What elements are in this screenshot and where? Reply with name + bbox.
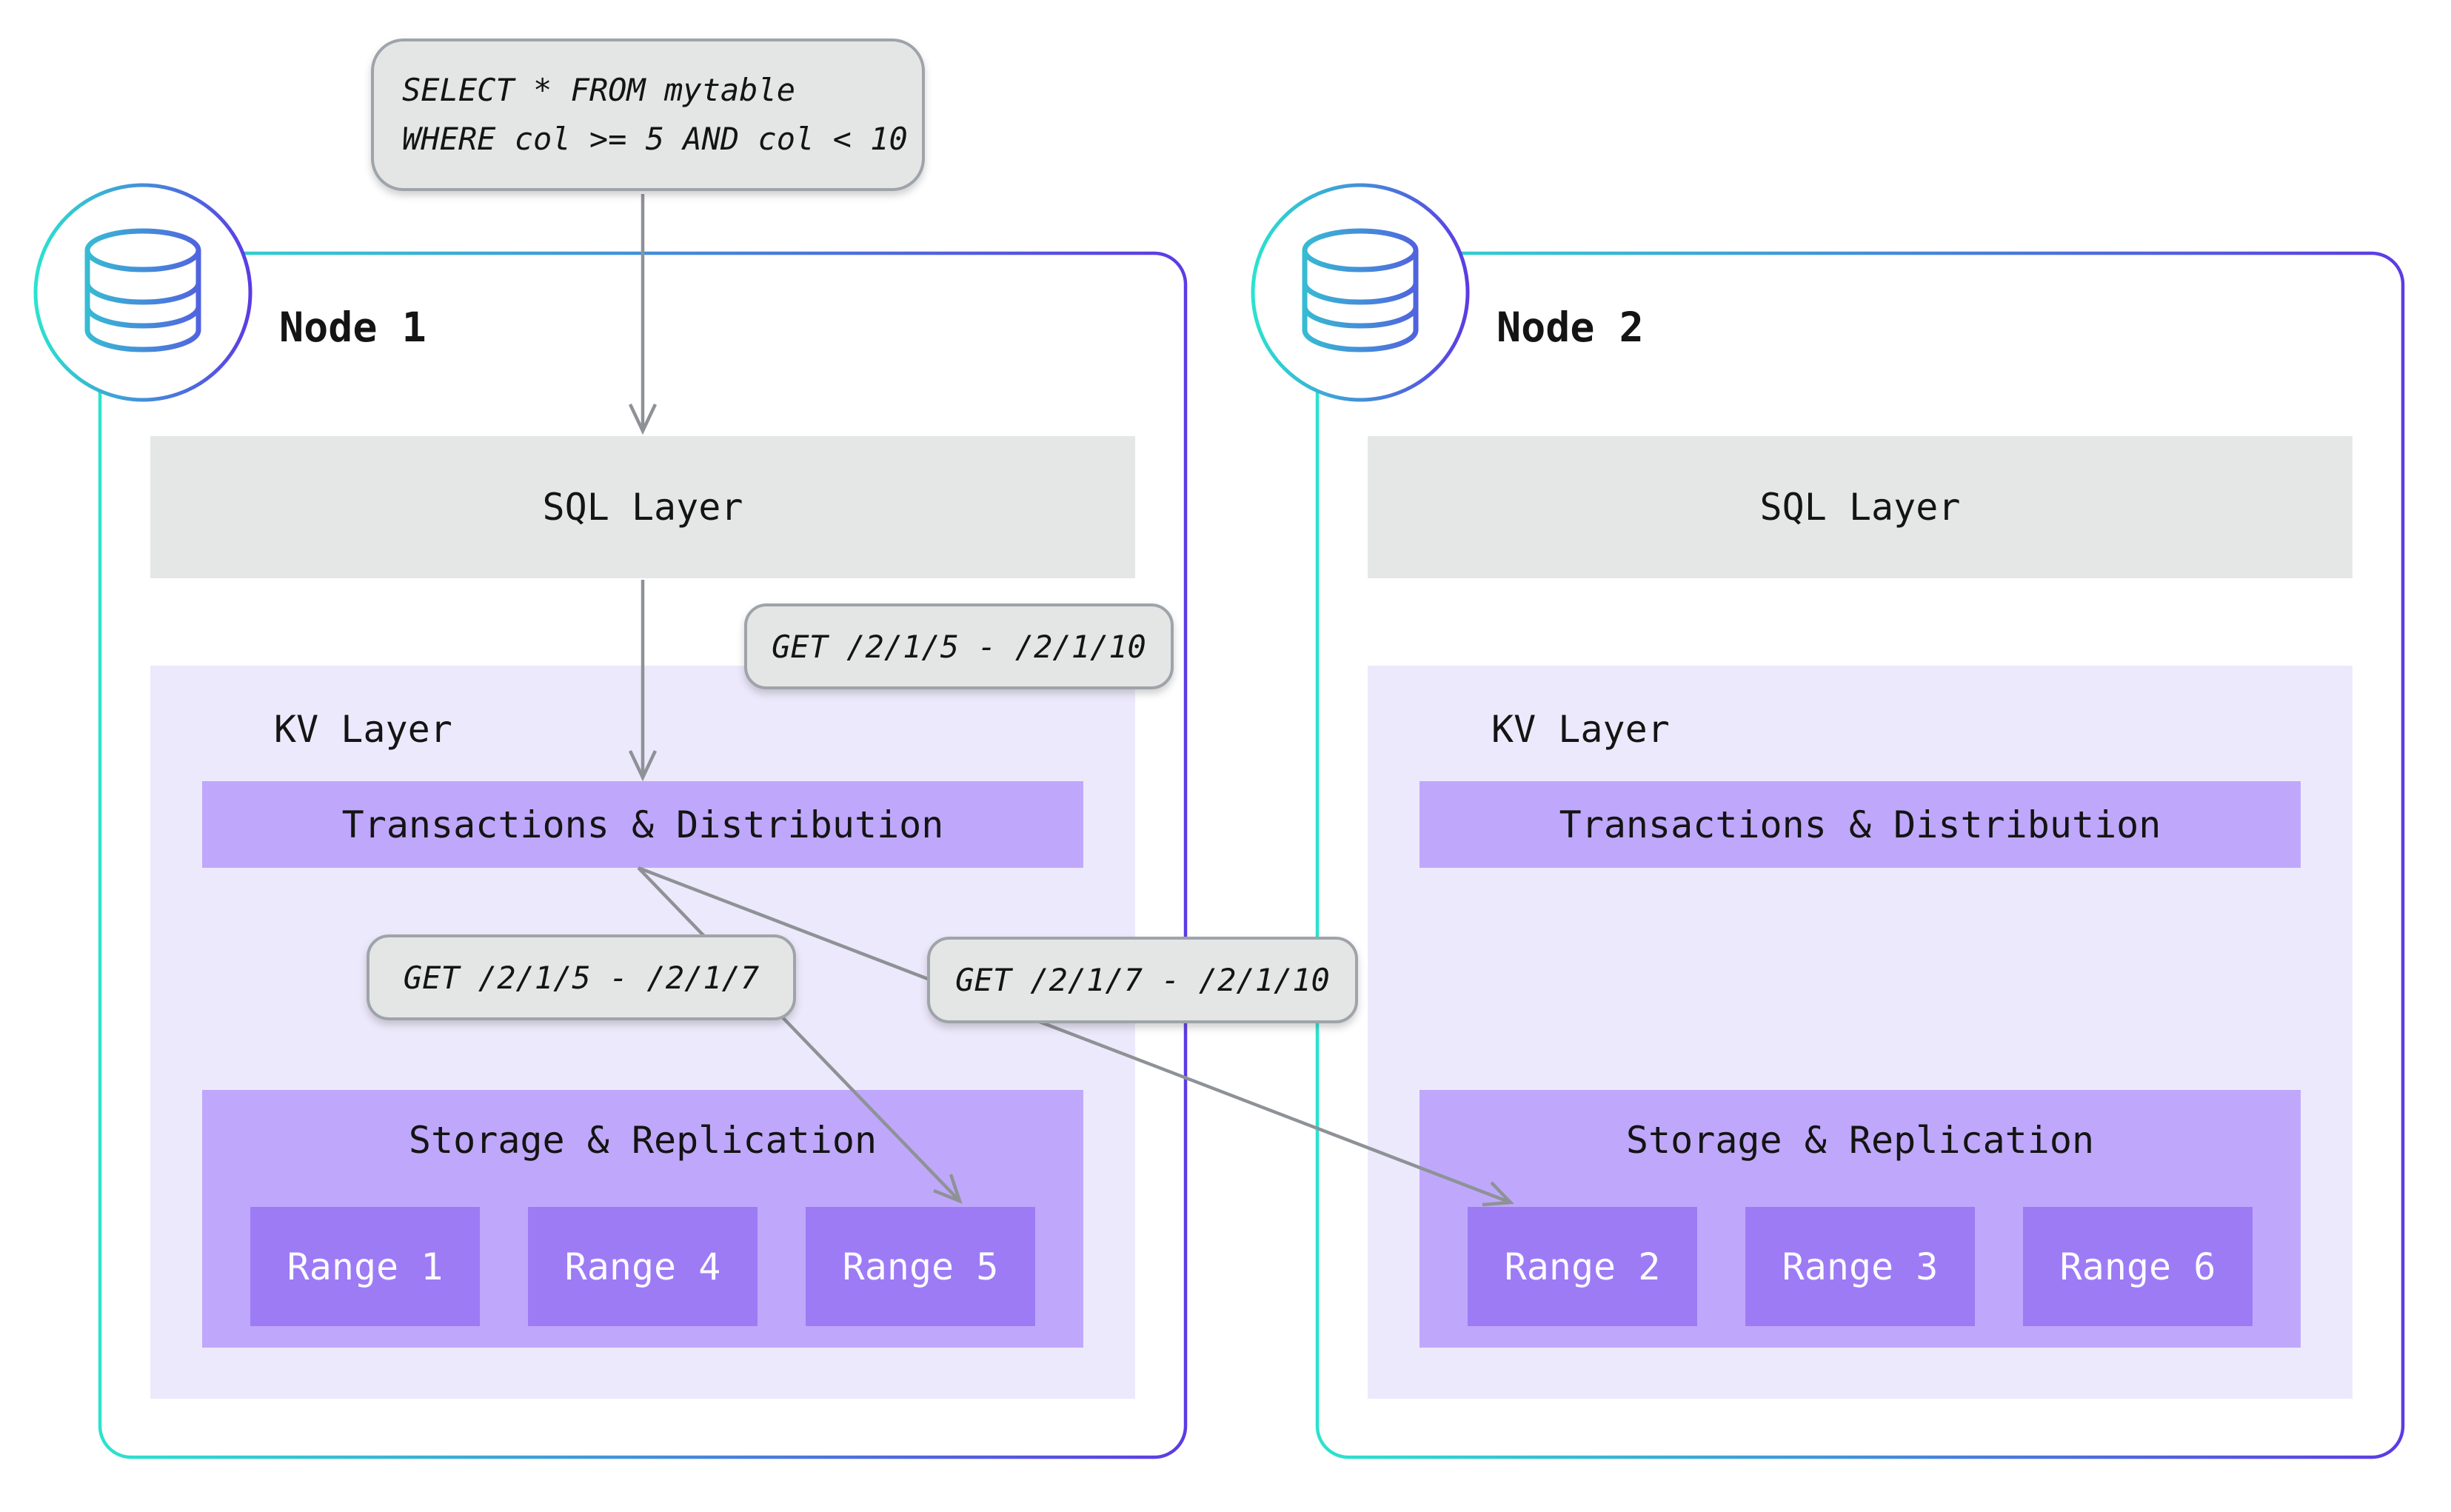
node-2-kv-layer-label: KV Layer (1491, 708, 1670, 751)
sql-query-line-2: WHERE col >= 5 AND col < 10 (402, 121, 908, 157)
node-1-kv-layer-box: KV Layer Transactions & Distribution Sto… (150, 666, 1135, 1399)
node-1-sql-layer-bar: SQL Layer (150, 436, 1135, 578)
node-1-kv-layer-label: KV Layer (274, 708, 452, 751)
node-2-range-3: Range 3 (1745, 1207, 1975, 1326)
node-1-range-1: Range 1 (250, 1207, 480, 1326)
node-2-storage-replication-box: Storage & Replication Range 2 Range 3 Ra… (1420, 1090, 2301, 1348)
get-request-range2-callout: GET /2/1/7 - /2/1/10 (927, 937, 1358, 1023)
node-1-title: Node 1 (279, 304, 427, 351)
sql-query-callout: SELECT * FROM mytable WHERE col >= 5 AND… (371, 39, 925, 191)
node-2-title: Node 2 (1497, 304, 1644, 351)
node-2-range-6: Range 6 (2023, 1207, 2253, 1326)
node-2: Node 2 SQL Layer KV Layer Transactions &… (1316, 252, 2404, 1459)
node-2-sql-layer-bar: SQL Layer (1368, 436, 2353, 578)
node-1-storage-replication-label: Storage & Replication (408, 1119, 877, 1162)
node-2-transactions-distribution-bar: Transactions & Distribution (1420, 781, 2301, 868)
get-request-range5-callout: GET /2/1/5 - /2/1/7 (367, 934, 796, 1020)
node-2-kv-layer-box: KV Layer Transactions & Distribution Sto… (1368, 666, 2353, 1399)
node-1-storage-replication-box: Storage & Replication Range 1 Range 4 Ra… (202, 1090, 1083, 1348)
node-2-storage-replication-label: Storage & Replication (1625, 1119, 2095, 1162)
node-1-range-4: Range 4 (528, 1207, 758, 1326)
get-request-full-range-callout: GET /2/1/5 - /2/1/10 (744, 603, 1174, 689)
node-1-range-5: Range 5 (806, 1207, 1035, 1326)
node-1: Node 1 SQL Layer KV Layer Transactions &… (98, 252, 1187, 1459)
sql-query-line-1: SELECT * FROM mytable (402, 72, 796, 108)
node-2-range-2: Range 2 (1468, 1207, 1697, 1326)
node-1-transactions-distribution-bar: Transactions & Distribution (202, 781, 1083, 868)
